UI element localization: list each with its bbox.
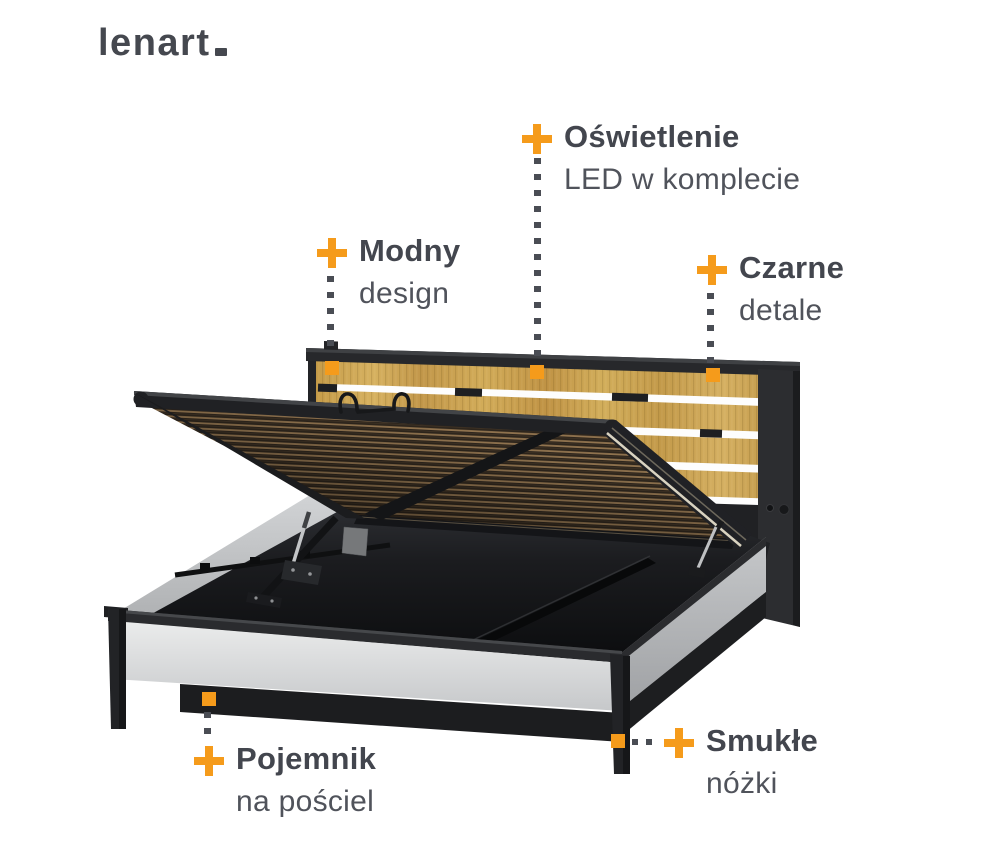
callout-title: Smukłe (706, 723, 819, 758)
storage-box-front (104, 537, 766, 774)
callout-subtitle: LED w komplecie (564, 163, 801, 197)
lifted-slat-frames (133, 391, 752, 557)
gas-lift-right (688, 519, 725, 578)
leader-line-lighting (534, 158, 541, 358)
plus-icon (664, 728, 694, 758)
headboard-side-panel (758, 369, 800, 627)
callout-lighting: Oświetlenie LED w komplecie (522, 119, 801, 197)
plus-icon (522, 124, 552, 154)
callout-title: Pojemnik (236, 741, 377, 776)
gas-lift-left (246, 511, 339, 608)
callout-title: Modny (359, 233, 461, 268)
front-panel (113, 621, 622, 711)
plinth (180, 684, 622, 742)
right-side-rail (620, 537, 766, 737)
marker-details (706, 368, 720, 382)
marker-lighting (530, 365, 544, 379)
callout-title: Oświetlenie (564, 119, 740, 154)
leader-line-details (707, 293, 714, 363)
logo-period-mark (215, 48, 228, 56)
storage-divider (451, 555, 656, 657)
marker-design (325, 361, 339, 375)
plus-icon (697, 255, 727, 285)
brand-logo: lenart (98, 22, 228, 65)
leader-line-storage (204, 712, 211, 742)
callout-subtitle: detale (739, 294, 823, 328)
marker-legs (611, 734, 625, 748)
brand-logo-text: lenart (98, 22, 211, 64)
plus-icon (317, 238, 347, 268)
leader-line-design (327, 276, 334, 356)
callout-title: Czarne (739, 250, 845, 285)
callout-subtitle: na pościel (236, 785, 375, 819)
frame-left-rail (133, 392, 366, 519)
frame-top-rail (133, 391, 620, 436)
callout-details: Czarne detale (697, 250, 845, 328)
leader-line-legs (632, 739, 660, 745)
plus-icon (194, 746, 224, 776)
callout-design: Modny design (317, 233, 461, 311)
inner-side-wall (118, 478, 366, 622)
callout-subtitle: design (359, 277, 450, 311)
callout-legs: Smukłe nóżki (664, 723, 819, 801)
frame-handle (338, 392, 411, 414)
frame-middle-rail (364, 426, 576, 520)
marker-storage (202, 692, 216, 706)
callout-subtitle: nóżki (706, 767, 778, 801)
callout-storage: Pojemnik na pościel (194, 741, 377, 819)
